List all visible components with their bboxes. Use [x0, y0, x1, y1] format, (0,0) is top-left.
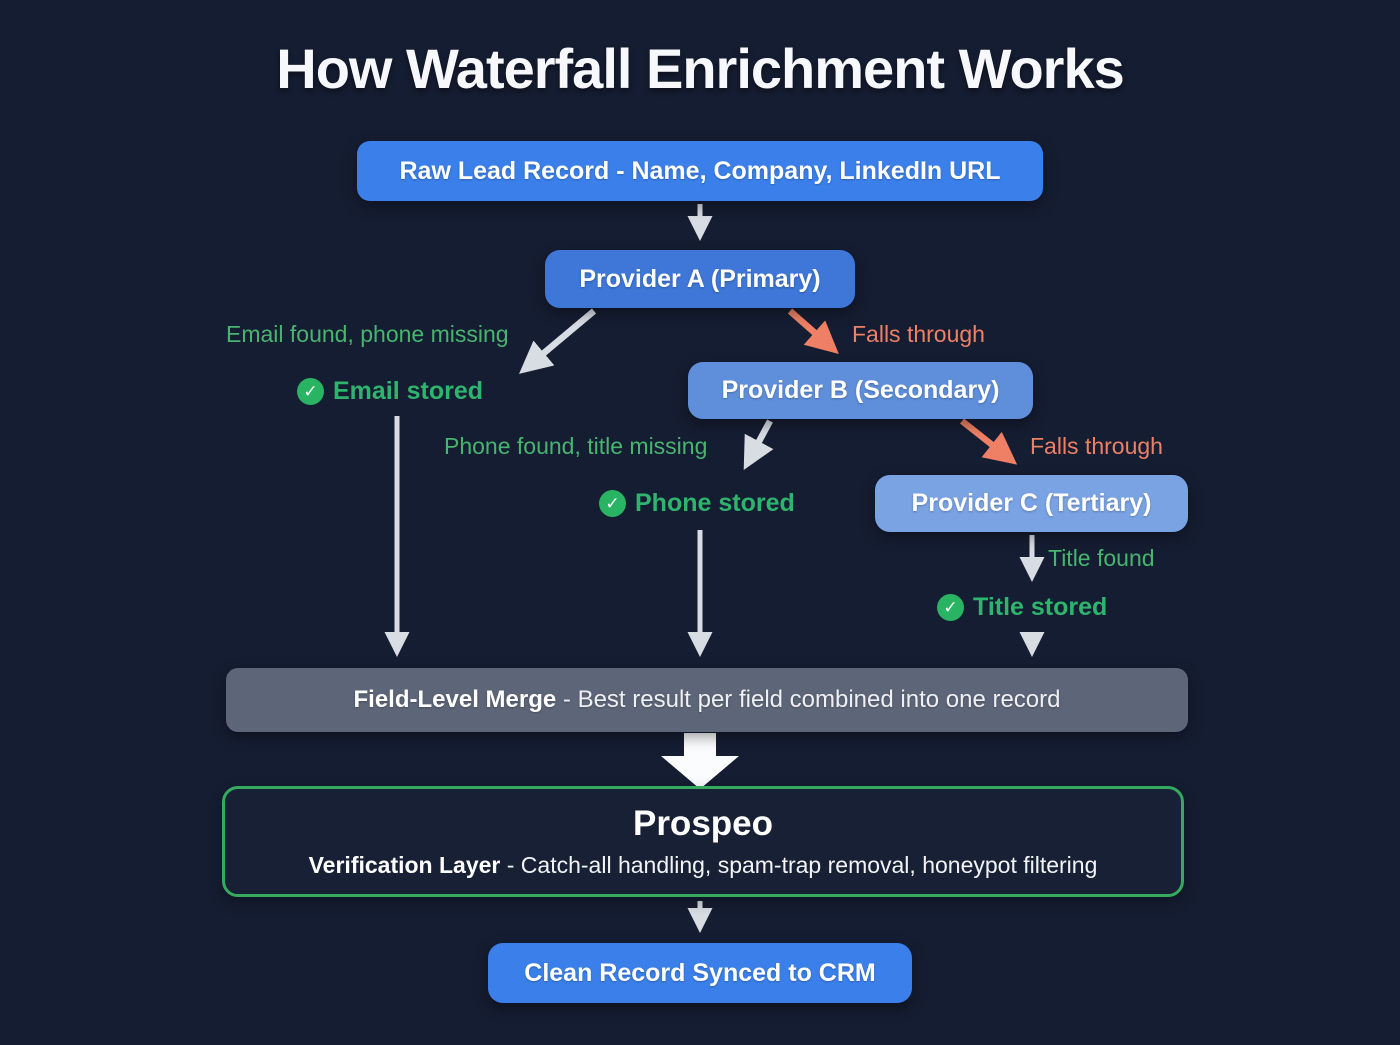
node-raw-lead-record-label: Raw Lead Record - Name, Company, LinkedI… — [399, 156, 1001, 185]
merge-title: Field-Level Merge — [353, 686, 557, 713]
status-title-stored-label: Title stored — [973, 593, 1108, 621]
node-clean-record-label: Clean Record Synced to CRM — [524, 958, 876, 987]
check-icon: ✓ — [599, 490, 626, 517]
node-prospeo-verification: Prospeo Verification Layer - Catch-all h… — [222, 786, 1184, 897]
node-provider-a: Provider A (Primary) — [545, 250, 855, 308]
node-provider-a-label: Provider A (Primary) — [579, 264, 821, 293]
node-raw-lead-record: Raw Lead Record - Name, Company, LinkedI… — [357, 141, 1043, 201]
node-clean-record-crm: Clean Record Synced to CRM — [488, 943, 912, 1003]
status-email-stored: ✓ Email stored — [297, 377, 483, 406]
arrow-provider-b-to-phone-stored — [743, 419, 774, 471]
status-title-stored: ✓ Title stored — [937, 593, 1107, 622]
prospeo-subtitle: Verification Layer - Catch-all handling,… — [309, 852, 1098, 879]
prospeo-subtitle-rest: - Catch-all handling, spam-trap removal,… — [500, 852, 1098, 878]
arrow-provider-a-falls-through — [787, 308, 839, 355]
merge-description: - Best result per field combined into on… — [556, 686, 1061, 713]
arrow-provider-b-falls-through — [959, 418, 1018, 465]
node-provider-c-label: Provider C (Tertiary) — [911, 489, 1152, 517]
annotation-phone-found: Phone found, title missing — [444, 433, 708, 459]
prospeo-title: Prospeo — [632, 804, 774, 843]
annotation-falls-through-a: Falls through — [852, 321, 985, 347]
node-provider-b-label: Provider B (Secondary) — [721, 376, 1000, 404]
node-provider-b: Provider B (Secondary) — [688, 362, 1033, 419]
prospeo-subtitle-bold: Verification Layer — [308, 852, 501, 878]
annotation-falls-through-b: Falls through — [1030, 433, 1163, 459]
annotation-title-found: Title found — [1048, 545, 1155, 571]
arrow-provider-a-to-email-stored — [519, 308, 597, 374]
check-icon: ✓ — [297, 378, 324, 405]
node-provider-c: Provider C (Tertiary) — [875, 475, 1188, 532]
arrow-merge-to-prospeo — [661, 733, 739, 789]
status-email-stored-label: Email stored — [333, 377, 484, 405]
node-field-level-merge: Field-Level Merge - Best result per fiel… — [226, 668, 1188, 732]
check-icon: ✓ — [937, 594, 964, 621]
status-phone-stored-label: Phone stored — [635, 489, 795, 517]
status-phone-stored: ✓ Phone stored — [599, 489, 795, 518]
page-title: How Waterfall Enrichment Works — [276, 37, 1125, 100]
annotation-email-found: Email found, phone missing — [226, 321, 509, 347]
